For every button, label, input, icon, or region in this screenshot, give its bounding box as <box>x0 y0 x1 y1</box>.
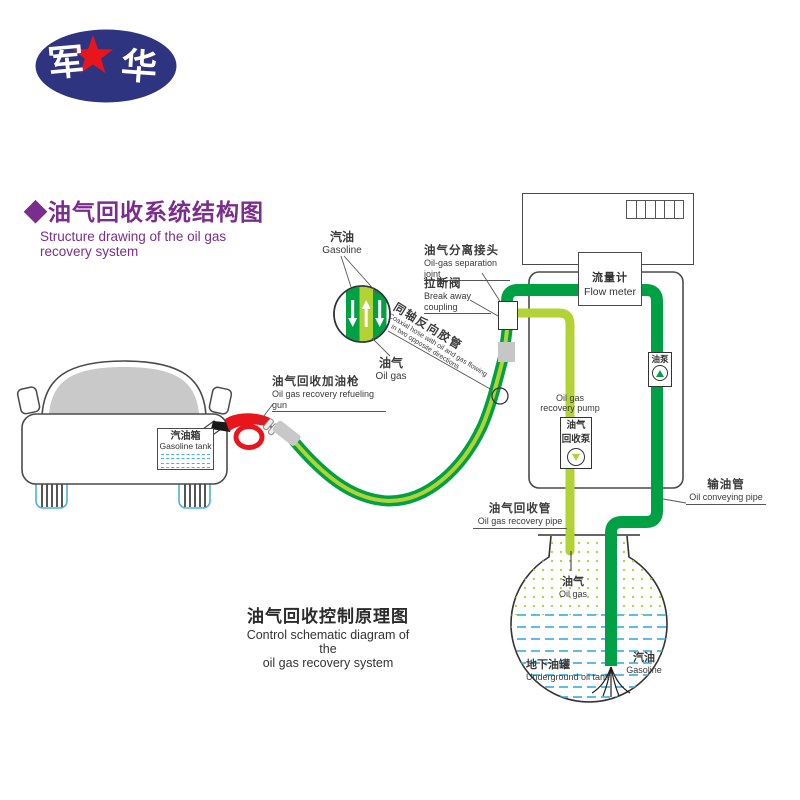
fuel-level-line <box>161 454 210 456</box>
hose-fitting <box>498 342 515 362</box>
label-separation-en: Oil-gas separation joint <box>424 258 510 281</box>
bottom-title-en2: oil gas recovery system <box>262 656 394 670</box>
up-triangle-icon <box>656 369 664 377</box>
label-recovery-pipe-en: Oil gas recovery pipe <box>473 516 567 529</box>
car-tank-en: Gasoline tank <box>159 441 212 451</box>
recovery-pump-box: 油气 回收泵 <box>560 417 592 469</box>
oil-pump-box: 油泵 <box>648 352 672 387</box>
fuel-level-line <box>161 462 210 464</box>
label-underground-tank: 地下油罐 Underground oil tank <box>526 659 636 682</box>
label-conveying-en: Oil conveying pipe <box>686 492 766 505</box>
digit-cell <box>673 200 684 219</box>
gasoline-pipe-green <box>501 284 663 666</box>
underground-zh: 地下油罐 <box>526 659 570 671</box>
car-gasoline-tank: 汽油箱 Gasoline tank <box>157 428 214 470</box>
label-oilgas-hose-en: Oil gas <box>375 371 407 382</box>
label-tank-oilgas: 油气 Oil gas <box>550 576 596 599</box>
leader-breakaway <box>469 299 499 317</box>
leader-gun <box>259 403 274 422</box>
car-mirror-right <box>208 386 233 415</box>
underground-en: Underground oil tank <box>526 672 610 682</box>
label-separation-joint: 油气分离接头 Oil-gas separation joint <box>424 245 510 281</box>
leader-oilgas-inset <box>371 337 391 357</box>
label-recovery-pipe: 油气回收管 Oil gas recovery pipe <box>473 503 567 529</box>
title-zh: 油气回收系统结构图 <box>48 199 264 225</box>
label-conveying-zh: 输油管 <box>707 479 745 491</box>
logo-ellipse <box>35 29 177 103</box>
logo-char-left: 军 <box>46 40 86 85</box>
gun-handle <box>233 424 265 450</box>
car-mirror-left <box>16 386 41 415</box>
tank-oilgas-en: Oil gas <box>558 589 587 599</box>
label-gasoline-hose-en: Gasoline <box>322 245 362 256</box>
pipe-outlet-spray <box>591 666 631 697</box>
label-conveying-pipe: 输油管 Oil conveying pipe <box>686 479 766 505</box>
car-windshield <box>49 367 199 414</box>
page-title: ◆油气回收系统结构图 Structure drawing of the oil … <box>24 193 284 259</box>
recovery-pump-zh1: 油气 <box>566 420 586 431</box>
gun-swivel-ring-1 <box>262 418 274 431</box>
bottom-title-zh: 油气回收控制原理图 <box>247 607 409 626</box>
bottom-title: 油气回收控制原理图 Control schematic diagram of t… <box>238 602 418 670</box>
recovery-pump-label: Oil gas recovery pump <box>536 393 604 413</box>
vapor-recovery-pipe-yellow <box>511 308 575 556</box>
tank-gasoline-zh: 汽油 <box>633 652 655 664</box>
bottom-title-en1: Control schematic diagram of the <box>246 628 410 656</box>
label-gasoline-hose: 汽油 Gasoline <box>314 228 370 256</box>
label-gasoline-hose-zh: 汽油 <box>329 230 354 244</box>
hose-connector <box>272 420 301 446</box>
label-tank-gasoline: 汽油 Gasoline <box>619 652 669 675</box>
oil-pump-icon <box>652 365 668 381</box>
logo-star-icon <box>73 35 113 73</box>
flow-meter-en: Flow meter <box>584 286 636 298</box>
company-logo: 军 华 <box>35 29 177 103</box>
label-recovery-pipe-zh: 油气回收管 <box>488 503 552 515</box>
leader-conveying <box>662 498 687 504</box>
title-en-line1: Structure drawing of the oil gas <box>40 229 227 244</box>
label-gun-en: Oil gas recovery refueling gun <box>272 389 386 412</box>
separation-joint-box <box>498 301 518 330</box>
down-triangle-icon <box>572 453 580 461</box>
gun-body <box>225 413 272 431</box>
recovery-pump-zh2: 回收泵 <box>561 434 591 445</box>
label-oilgas-hose: 油气 Oil gas <box>368 354 414 382</box>
hose-zoom-marker <box>491 387 509 405</box>
recovery-pump-icon <box>567 448 585 466</box>
label-gun-zh: 油气回收加油枪 <box>272 376 360 388</box>
label-breakaway: 拉断阀 Break away coupling <box>424 278 491 314</box>
logo-graphic <box>35 29 177 103</box>
leader-lines <box>259 255 687 504</box>
label-oilgas-hose-zh: 油气 <box>378 356 403 370</box>
label-refueling-gun: 油气回收加油枪 Oil gas recovery refueling gun <box>272 376 386 412</box>
title-en-line2: recovery system <box>40 244 139 259</box>
fuel-level-line <box>161 458 210 460</box>
leader-separation-joint <box>481 272 502 304</box>
refueling-gun <box>211 413 301 450</box>
leader-gasoline-1 <box>340 255 352 288</box>
coaxial-hose <box>288 324 513 507</box>
label-separation-zh: 油气分离接头 <box>424 245 499 257</box>
label-breakaway-en: Break away coupling <box>424 291 491 314</box>
tank-oilgas-zh: 油气 <box>562 576 584 588</box>
car-tank-zh: 汽油箱 <box>170 431 201 442</box>
leader-gasoline-2 <box>343 255 379 295</box>
fuel-level-line <box>161 466 210 468</box>
recovery-pump-en1: Oil gas <box>555 393 584 403</box>
flow-arrows <box>348 300 385 327</box>
label-breakaway-zh: 拉断阀 <box>424 278 462 290</box>
tank-gasoline-en: Gasoline <box>626 665 662 675</box>
logo-char-right: 华 <box>119 44 159 89</box>
title-diamond-icon: ◆ <box>24 199 48 225</box>
leader-inset-to-hose <box>387 330 493 391</box>
recovery-pump-en2: recovery pump <box>540 403 600 413</box>
flow-meter-box: 流量计 Flow meter <box>578 252 642 306</box>
price-digit-display <box>626 200 684 219</box>
hose-cross-section-inset <box>333 285 391 343</box>
flow-meter-zh: 流量计 <box>592 272 628 284</box>
oil-pump-zh: 油泵 <box>651 354 669 364</box>
